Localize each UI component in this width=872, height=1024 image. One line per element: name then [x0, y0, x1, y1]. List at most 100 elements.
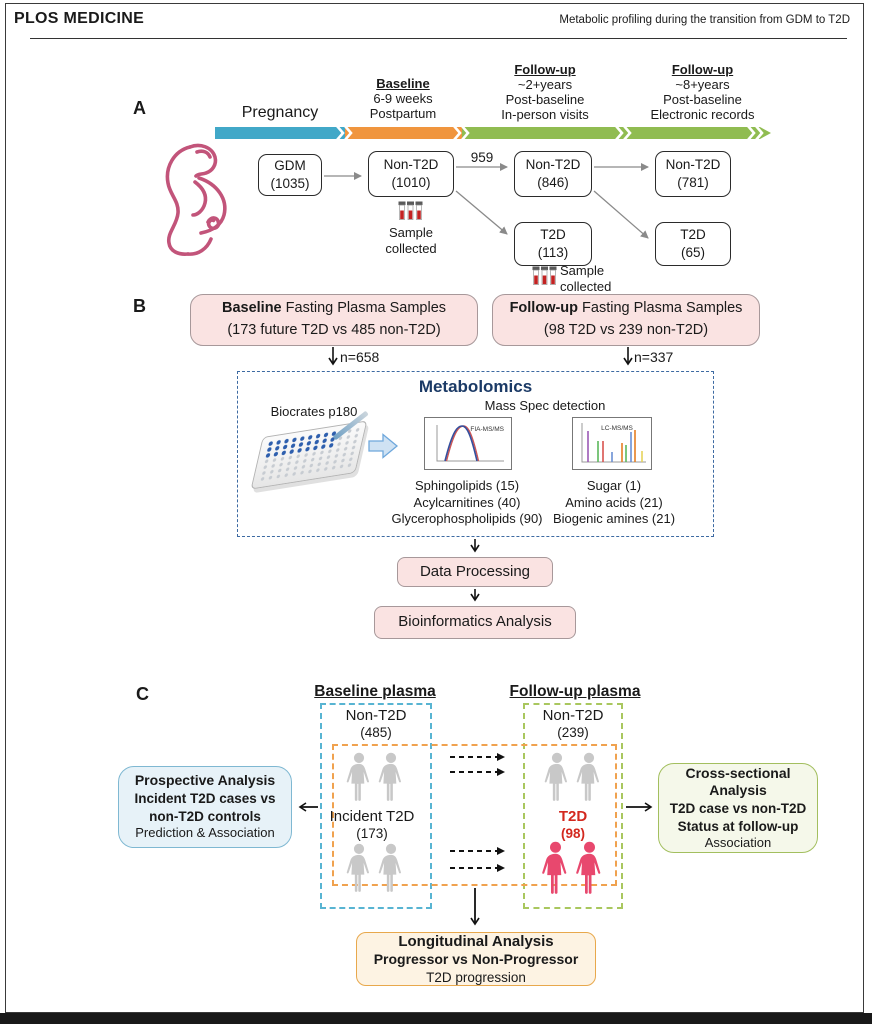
followup-word: Follow-up	[509, 300, 579, 317]
panel-b-label: B	[133, 296, 146, 316]
node-name: T2D	[680, 227, 706, 243]
woman-icon	[344, 752, 374, 803]
followup-samples-line2: (98 T2D vs 239 non-T2D)	[543, 322, 709, 338]
phase-pregnancy-label: Pregnancy	[241, 104, 319, 121]
node-nont2d-fu2: Non-T2D (781)	[655, 151, 731, 197]
baseline-samples-line2: (173 future T2D vs 485 non-T2D)	[227, 322, 441, 338]
phase-followup2-line1: ~8+years	[675, 77, 730, 92]
phase-baseline-title: Baseline	[376, 76, 430, 91]
metabolomics-title: Metabolomics	[418, 377, 533, 396]
node-t2d-fu2: T2D (65)	[655, 222, 731, 266]
panel-a-label: A	[133, 98, 146, 118]
node-name: T2D	[540, 227, 566, 243]
node-count: (65)	[680, 245, 705, 260]
followup-t2d-count: (98)	[560, 826, 585, 841]
lc-metabolite-list: Sugar (1) Amino acids (21) Biogenic amin…	[534, 478, 694, 528]
sample-collected-label: Sample collected	[385, 225, 437, 257]
followup-samples-line1: Follow-up Fasting Plasma Samples	[493, 298, 759, 320]
phase-followup2-line3: Electronic records	[650, 107, 755, 122]
node-t2d-fu1: T2D (113)	[514, 222, 592, 266]
n-right-label: n=337	[634, 349, 674, 365]
baseline-nont2d-count: (485)	[360, 725, 392, 740]
node-gdm: GDM (1035)	[258, 154, 322, 196]
cross-sectional-analysis-box: Cross-sectional Analysis T2D case vs non…	[658, 763, 818, 853]
baseline-word: Baseline	[221, 300, 282, 317]
page-bottom-edge	[0, 1013, 872, 1024]
sample-collected-label: Sample collected	[560, 263, 612, 295]
list-item: Sphingolipids (15)	[414, 478, 520, 493]
longitudinal-title: Longitudinal Analysis	[398, 932, 554, 950]
progression-box	[332, 744, 617, 886]
node-name: Non-T2D	[525, 157, 581, 173]
node-count: (846)	[537, 175, 569, 190]
phase-followup2-label: Follow-up ~8+years Post-baseline Electro…	[635, 62, 770, 122]
longitudinal-analysis-box: Longitudinal Analysis Progressor vs Non-…	[356, 932, 596, 986]
cross-line3: T2D case vs non-T2D	[669, 801, 807, 817]
list-item: Sugar (1)	[586, 478, 642, 493]
bioinformatics-box: Bioinformatics Analysis	[374, 606, 576, 639]
followup-nont2d-name: Non-T2D	[542, 707, 604, 724]
running-title: Metabolic profiling during the transitio…	[559, 14, 850, 26]
phase-followup1-label: Follow-up ~2+years Post-baseline In-pers…	[480, 62, 610, 122]
baseline-rest: Fasting Plasma Samples	[281, 300, 447, 317]
woman-icon	[574, 752, 604, 803]
sample-tubes-icon	[398, 201, 424, 221]
bioinformatics-label: Bioinformatics Analysis	[398, 613, 552, 631]
baseline-samples-line1: Baseline Fasting Plasma Samples	[191, 298, 477, 320]
list-item: Glycerophospholipids (90)	[391, 511, 543, 526]
followup-rest: Fasting Plasma Samples	[578, 300, 743, 317]
data-processing-box: Data Processing	[397, 557, 553, 587]
node-gdm-name: GDM	[274, 158, 306, 174]
prospective-sub: Prediction & Association	[135, 824, 275, 840]
sample-tubes-icon	[532, 266, 558, 286]
phase-baseline-label: Baseline 6-9 weeks Postpartum	[343, 76, 463, 121]
node-nont2d-baseline: Non-T2D (1010)	[368, 151, 454, 197]
node-nont2d-fu1: Non-T2D (846)	[514, 151, 592, 197]
edge-count-label: 959	[470, 150, 494, 165]
fia-label: FIA-MS/MS	[470, 426, 504, 433]
prospective-analysis-box: Prospective Analysis Incident T2D cases …	[118, 766, 292, 848]
journal-logo: PLOS MEDICINE	[14, 10, 145, 27]
lc-chart-icon: LC-MS/MS	[581, 423, 646, 463]
baseline-cohort-box	[320, 703, 432, 909]
lc-label: LC-MS/MS	[601, 425, 633, 432]
panel-c-label: C	[136, 684, 149, 704]
baseline-plasma-header: Baseline plasma	[314, 683, 436, 700]
incident-t2d-count: (173)	[356, 826, 388, 841]
list-item: Acylcarnitines (40)	[413, 494, 521, 510]
data-processing-label: Data Processing	[419, 562, 531, 580]
cross-sub: Association	[704, 834, 772, 850]
incident-t2d-name: Incident T2D	[329, 808, 415, 825]
followup-plasma-header: Follow-up plasma	[509, 683, 641, 700]
followup-samples-box: Follow-up Fasting Plasma Samples (98 T2D…	[492, 294, 760, 346]
node-count: (1010)	[391, 175, 431, 190]
lc-chart: LC-MS/MS	[572, 417, 652, 470]
pregnant-woman-icon	[165, 143, 227, 256]
node-name: Non-T2D	[665, 157, 721, 173]
metabolomics-box	[237, 371, 714, 537]
phase-followup2-title: Follow-up	[671, 62, 734, 77]
phase-followup2-line2: Post-baseline	[663, 92, 742, 107]
list-item: Biogenic amines (21)	[552, 511, 676, 526]
cross-line4: Status at follow-up	[677, 818, 799, 834]
prospective-line2: Incident T2D cases vs	[134, 791, 276, 807]
fia-chart-icon: FIA-MS/MS	[436, 425, 505, 462]
block-arrow-icon	[368, 433, 399, 459]
woman-icon-t2d	[573, 841, 606, 896]
prospective-title: Prospective Analysis	[134, 772, 276, 789]
cross-title1: Cross-sectional	[685, 764, 791, 781]
phase-followup1-title: Follow-up	[514, 62, 576, 77]
fia-chart: FIA-MS/MS	[424, 417, 512, 470]
node-name: Non-T2D	[383, 157, 439, 173]
mass-spec-label: Mass Spec detection	[484, 398, 606, 413]
woman-icon	[542, 752, 572, 803]
header-divider	[30, 38, 847, 39]
phase-followup1-line2: Post-baseline	[505, 92, 585, 107]
phase-baseline-line2: Postpartum	[369, 106, 437, 121]
cross-title2: Analysis	[709, 782, 767, 799]
followup-nont2d-count: (239)	[557, 725, 589, 740]
followup-cohort-box	[523, 703, 623, 909]
phase-baseline-line1: 6-9 weeks	[373, 91, 433, 106]
phase-followup1-line1: ~2+years	[517, 77, 573, 92]
